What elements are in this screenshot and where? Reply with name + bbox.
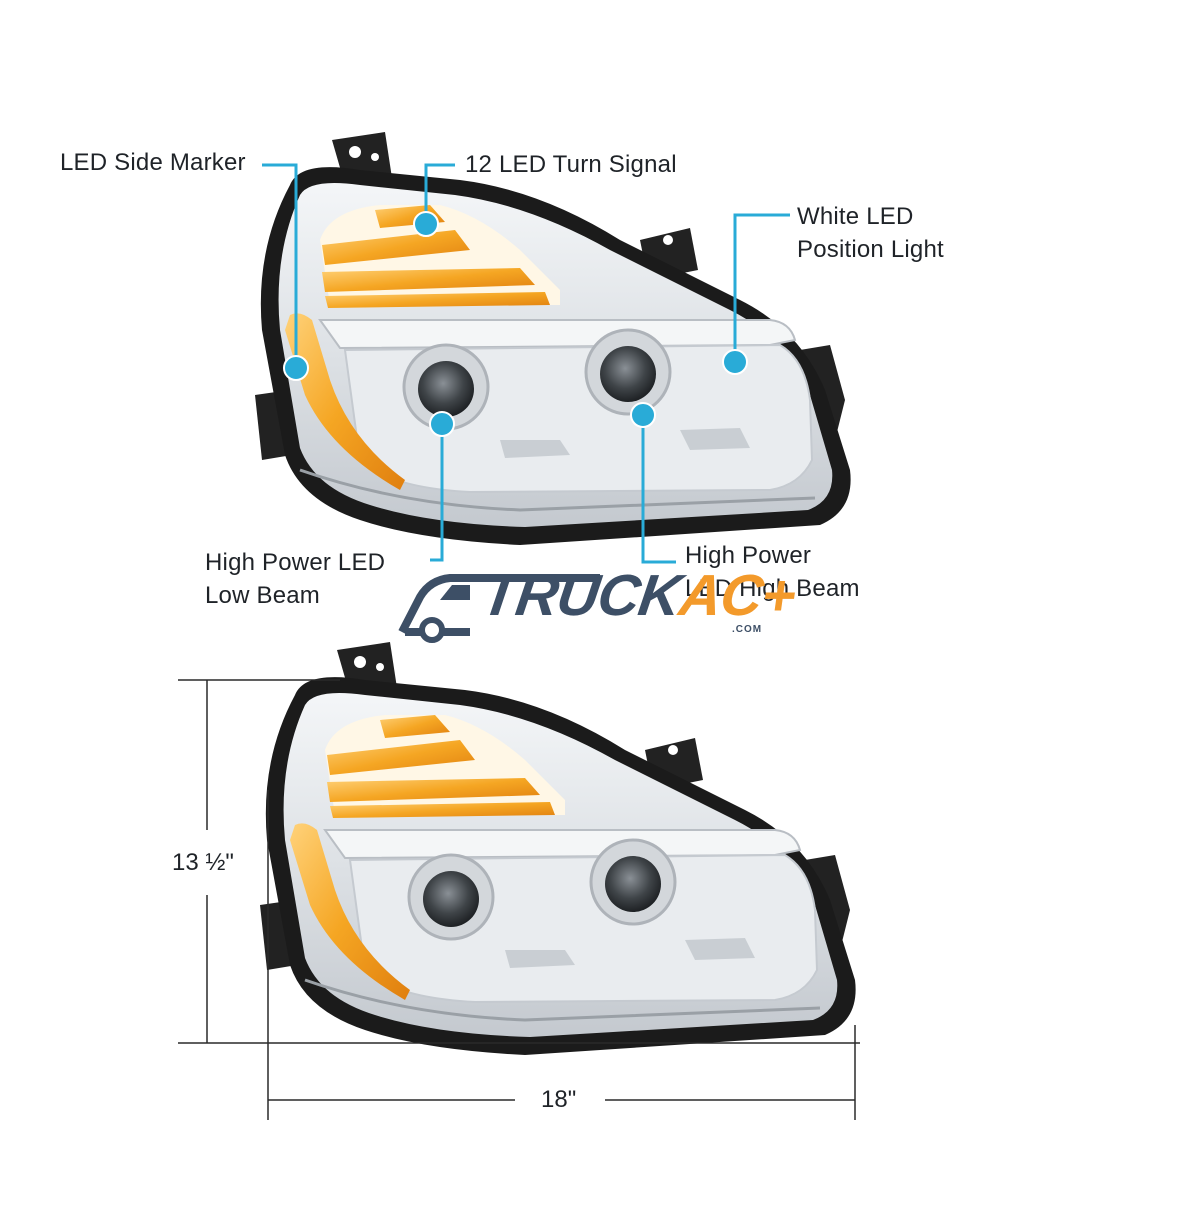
headlamp-top [253, 130, 853, 547]
callout-dots [283, 211, 748, 437]
label-high-beam: High Power LED High Beam [685, 542, 860, 602]
dimension-lines [178, 679, 860, 1120]
callout-lines [262, 163, 790, 564]
watermark-ac: AC+ [675, 563, 800, 628]
watermark-text: TRUCKAC+ [477, 563, 800, 628]
dimension-width: 18" [541, 1086, 577, 1113]
label-position-light: White LED Position Light [797, 203, 944, 263]
label-turn-signal: 12 LED Turn Signal [465, 151, 677, 178]
dimension-height: 13 ½" [172, 849, 234, 876]
headlamp-bottom [258, 640, 858, 1057]
watermark-domain: .COM [732, 624, 763, 635]
label-side-marker: LED Side Marker [60, 149, 246, 176]
watermark-logo [398, 574, 600, 643]
label-low-beam: High Power LED Low Beam [205, 549, 386, 609]
watermark-truck: TRUCK [477, 563, 685, 628]
